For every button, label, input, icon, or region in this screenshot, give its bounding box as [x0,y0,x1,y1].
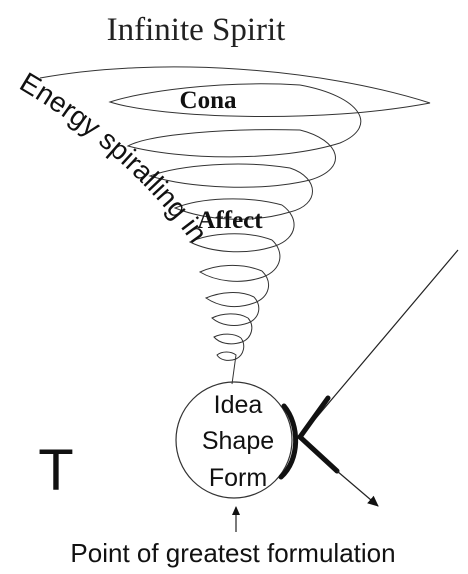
bottom-caption: Point of greatest formulation [70,538,395,568]
circle-line-form: Form [209,464,267,492]
spiral-loop [216,337,245,385]
spiral-loop [213,317,253,345]
spiral-loop [148,129,336,188]
spiral-loop [198,239,281,282]
diagram-title: Infinite Spirit [107,12,286,48]
spiral-loop [204,270,270,308]
formulation-circle [175,381,293,499]
circle-line-idea: Idea [214,391,263,419]
spiral-loop [173,167,313,220]
k-stroke-lower [297,434,340,474]
spiral-loop [211,296,260,326]
circle-thick-arc [278,403,299,480]
spiral-loop [126,84,362,158]
outgoing-arrow [336,470,379,507]
level-label-affect: Affect [197,207,263,234]
spiral-loop [39,66,431,117]
incoming-line [299,249,459,438]
spiral-loop [188,204,295,253]
k-stroke [297,395,331,440]
side-letter: T [38,438,73,503]
level-label-cona: Cona [180,87,237,114]
circle-line-shape: Shape [202,427,274,455]
energy-spiral [39,66,431,385]
